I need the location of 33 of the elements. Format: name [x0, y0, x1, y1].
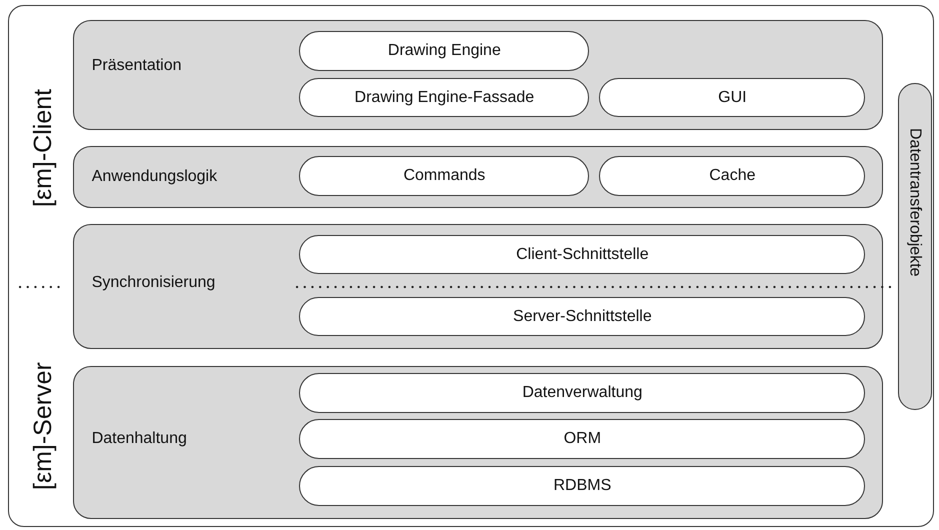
tier-label: [εm]-Server — [29, 362, 58, 492]
layer-panel — [72, 366, 883, 519]
layer-label: Präsentation — [92, 56, 182, 75]
component-label: Commands — [403, 167, 486, 186]
layer-label: Anwendungslogik — [92, 168, 218, 186]
component-pill — [299, 31, 590, 72]
component-label: Drawing Engine — [388, 42, 501, 60]
layer-panel — [72, 224, 883, 349]
component-pill — [599, 156, 866, 196]
component-pill — [299, 235, 866, 274]
component-label: Cache — [709, 167, 756, 186]
component-pill — [299, 78, 590, 118]
component-pill — [299, 373, 866, 414]
layer-label: Datenhaltung — [92, 430, 187, 448]
component-label: Server-Schnittstelle — [513, 308, 652, 326]
component-label: Datenverwaltung — [522, 384, 642, 402]
component-label: Client-Schnittstelle — [516, 246, 649, 264]
component-label: Drawing Engine-Fassade — [354, 88, 534, 107]
component-pill — [599, 78, 866, 118]
component-label: RDBMS — [553, 477, 612, 496]
component-pill — [299, 297, 866, 336]
component-label: ORM — [564, 430, 602, 448]
layer-panel — [72, 20, 883, 130]
layer-label: Synchronisierung — [92, 274, 216, 292]
system-frame — [8, 5, 934, 527]
component-label: GUI — [718, 88, 747, 107]
bar-label: Datentransferobjekte — [906, 128, 924, 278]
transfer-objects-bar — [898, 82, 932, 410]
layer-panel — [72, 146, 883, 208]
component-pill — [299, 419, 866, 460]
component-pill — [299, 156, 590, 196]
tier-label: [εm]-Client — [29, 88, 58, 210]
component-pill — [299, 466, 866, 506]
